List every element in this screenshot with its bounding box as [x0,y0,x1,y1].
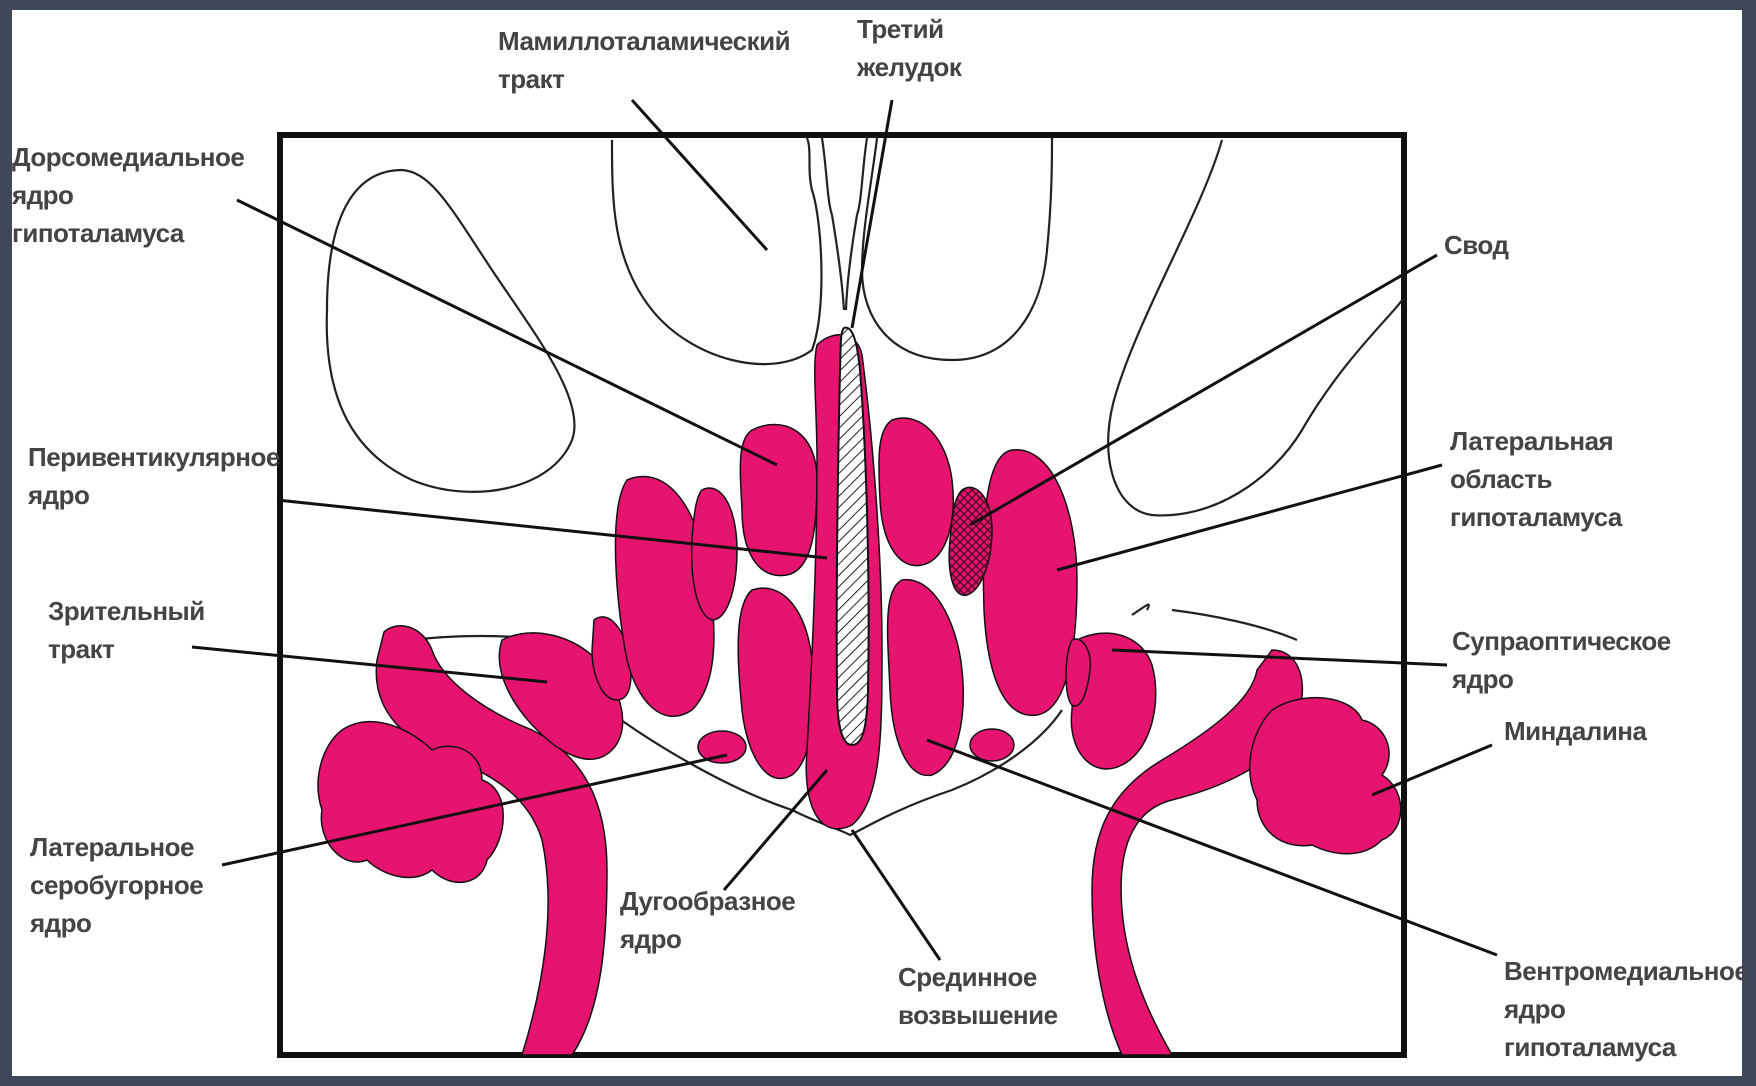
right-small-tuberal-nucleus [970,729,1014,761]
leader-optic-tract [192,647,547,682]
leader-dorsomedial [237,200,777,465]
leader-amygdala [1372,745,1492,795]
optic-chiasm-outline-right [1132,605,1297,640]
label-line: область [1450,460,1622,498]
right-ventromedial-nucleus [888,580,964,776]
leader-mamillothalamic [632,100,767,250]
label-supraoptic: Супраоптическое ядро [1452,622,1671,698]
label-lateral-tuberal: Латеральное серобугорное ядро [30,828,203,942]
label-line: Латеральное [30,828,203,866]
leader-median-eminence [852,830,940,960]
label-line: Срединное [898,958,1058,996]
label-line: Свод [1444,226,1508,264]
label-fornix: Свод [1444,226,1508,264]
label-line: ядро [28,476,280,514]
label-median-eminence: Срединное возвышение [898,958,1058,1034]
label-line: Вентромедиальное [1504,952,1748,990]
label-line: Миндалина [1504,712,1646,750]
label-line: тракт [498,60,790,98]
label-line: гипоталамуса [1450,498,1622,536]
label-periventricular: Перивентикулярное ядро [28,438,280,514]
label-line: Дорсомедиальное [12,138,244,176]
right-thalamus-outline [1108,140,1402,515]
label-ventromedial: Вентромедиальное ядро гипоталамуса [1504,952,1748,1066]
label-line: Зрительный [48,592,205,630]
label-line: ядро [1452,660,1671,698]
label-line: возвышение [898,996,1058,1034]
right-amygdala-shape [1250,698,1401,854]
label-line: Третий [857,10,961,48]
label-arcuate: Дугообразное ядро [620,882,795,958]
label-mamillothalamic: Мамиллоталамический тракт [498,22,790,98]
label-dorsomedial: Дорсомедиальное ядро гипоталамуса [12,138,244,252]
right-fornix-column-outline [862,138,1052,360]
label-line: ядро [1504,990,1748,1028]
label-amygdala: Миндалина [1504,712,1646,750]
left-fornix-column-outline [612,138,821,364]
hypothalamus-diagram [12,10,1742,1076]
label-line: тракт [48,630,205,668]
label-line: Супраоптическое [1452,622,1671,660]
left-ventromedial-nucleus [738,588,814,778]
label-line: гипоталамуса [1504,1028,1748,1066]
label-lateral-area: Латеральная область гипоталамуса [1450,422,1622,536]
label-line: Мамиллоталамический [498,22,790,60]
label-line: желудок [857,48,961,86]
label-line: Дугообразное [620,882,795,920]
left-thalamus-outline [327,170,575,492]
label-line: ядро [12,176,244,214]
left-lateral-small [692,488,737,620]
label-optic-tract: Зрительный тракт [48,592,205,668]
label-line: серобугорное [30,866,203,904]
label-line: Перивентикулярное [28,438,280,476]
slide-canvas: Мамиллоталамический тракт Третий желудок… [12,10,1742,1076]
label-line: Латеральная [1450,422,1622,460]
label-line: гипоталамуса [12,214,244,252]
label-third-ventricle: Третий желудок [857,10,961,86]
right-dorsomedial-nucleus [879,418,953,565]
label-line: ядро [620,920,795,958]
left-small-tuberal-nucleus [698,731,746,763]
label-line: ядро [30,904,203,942]
